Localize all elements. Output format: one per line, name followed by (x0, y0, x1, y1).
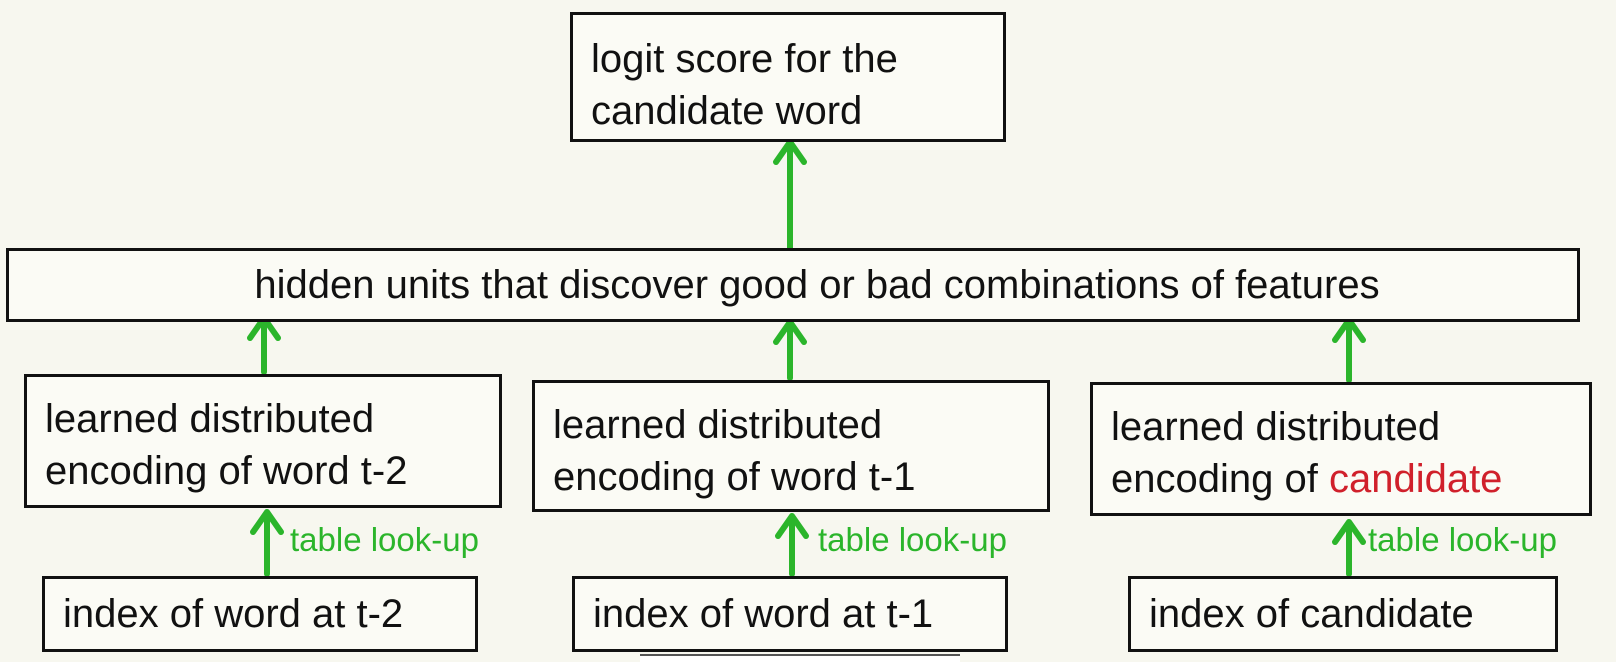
encoding-box-candidate: learned distributed encoding of candidat… (1090, 382, 1592, 516)
index-box-candidate: index of candidate (1128, 576, 1558, 652)
arrow-enc-cand-to-hidden (1332, 317, 1366, 383)
hidden-units-box: hidden units that discover good or bad c… (6, 248, 1580, 322)
arrow-index-t1-to-enc (775, 513, 809, 577)
index-box-t2: index of word at t-2 (42, 576, 478, 652)
index-candidate-label: index of candidate (1149, 592, 1474, 636)
index-t1-label: index of word at t-1 (593, 592, 934, 636)
logit-score-box: logit score for the candidate word (570, 12, 1006, 142)
arrow-enc-t2-to-hidden (247, 315, 281, 375)
encoding-box-t1: learned distributed encoding of word t-1 (532, 380, 1050, 512)
encoding-box-t2: learned distributed encoding of word t-2 (24, 374, 502, 508)
index-box-t1: index of word at t-1 (572, 576, 1008, 652)
encoding-candidate-line2: encoding of candidate (1111, 453, 1589, 505)
lookup-label-candidate: table look-up (1368, 521, 1557, 558)
encoding-t2-line1: learned distributed (45, 397, 375, 441)
hidden-units-label: hidden units that discover good or bad c… (254, 263, 1380, 307)
lookup-label-t1: table look-up (818, 521, 1007, 558)
bottom-edge-strip (640, 654, 960, 662)
candidate-highlight: candidate (1328, 457, 1503, 501)
index-t2-label: index of word at t-2 (63, 592, 404, 636)
logit-score-line2: candidate word (591, 89, 863, 133)
arrow-index-cand-to-enc (1332, 519, 1366, 577)
encoding-t1-line2: encoding of word t-1 (553, 455, 916, 499)
encoding-t2-line2: encoding of word t-2 (45, 449, 408, 493)
encoding-candidate-line1: learned distributed (1111, 405, 1441, 449)
logit-score-line1: logit score for the (591, 37, 898, 81)
arrow-hidden-to-score (773, 139, 807, 251)
arrow-enc-t1-to-hidden (773, 319, 807, 381)
encoding-t1-line1: learned distributed (553, 403, 883, 447)
encoding-candidate-line2-prefix: encoding of (1111, 457, 1329, 501)
arrow-index-t2-to-enc (250, 509, 284, 577)
lookup-label-t2: table look-up (290, 521, 479, 558)
